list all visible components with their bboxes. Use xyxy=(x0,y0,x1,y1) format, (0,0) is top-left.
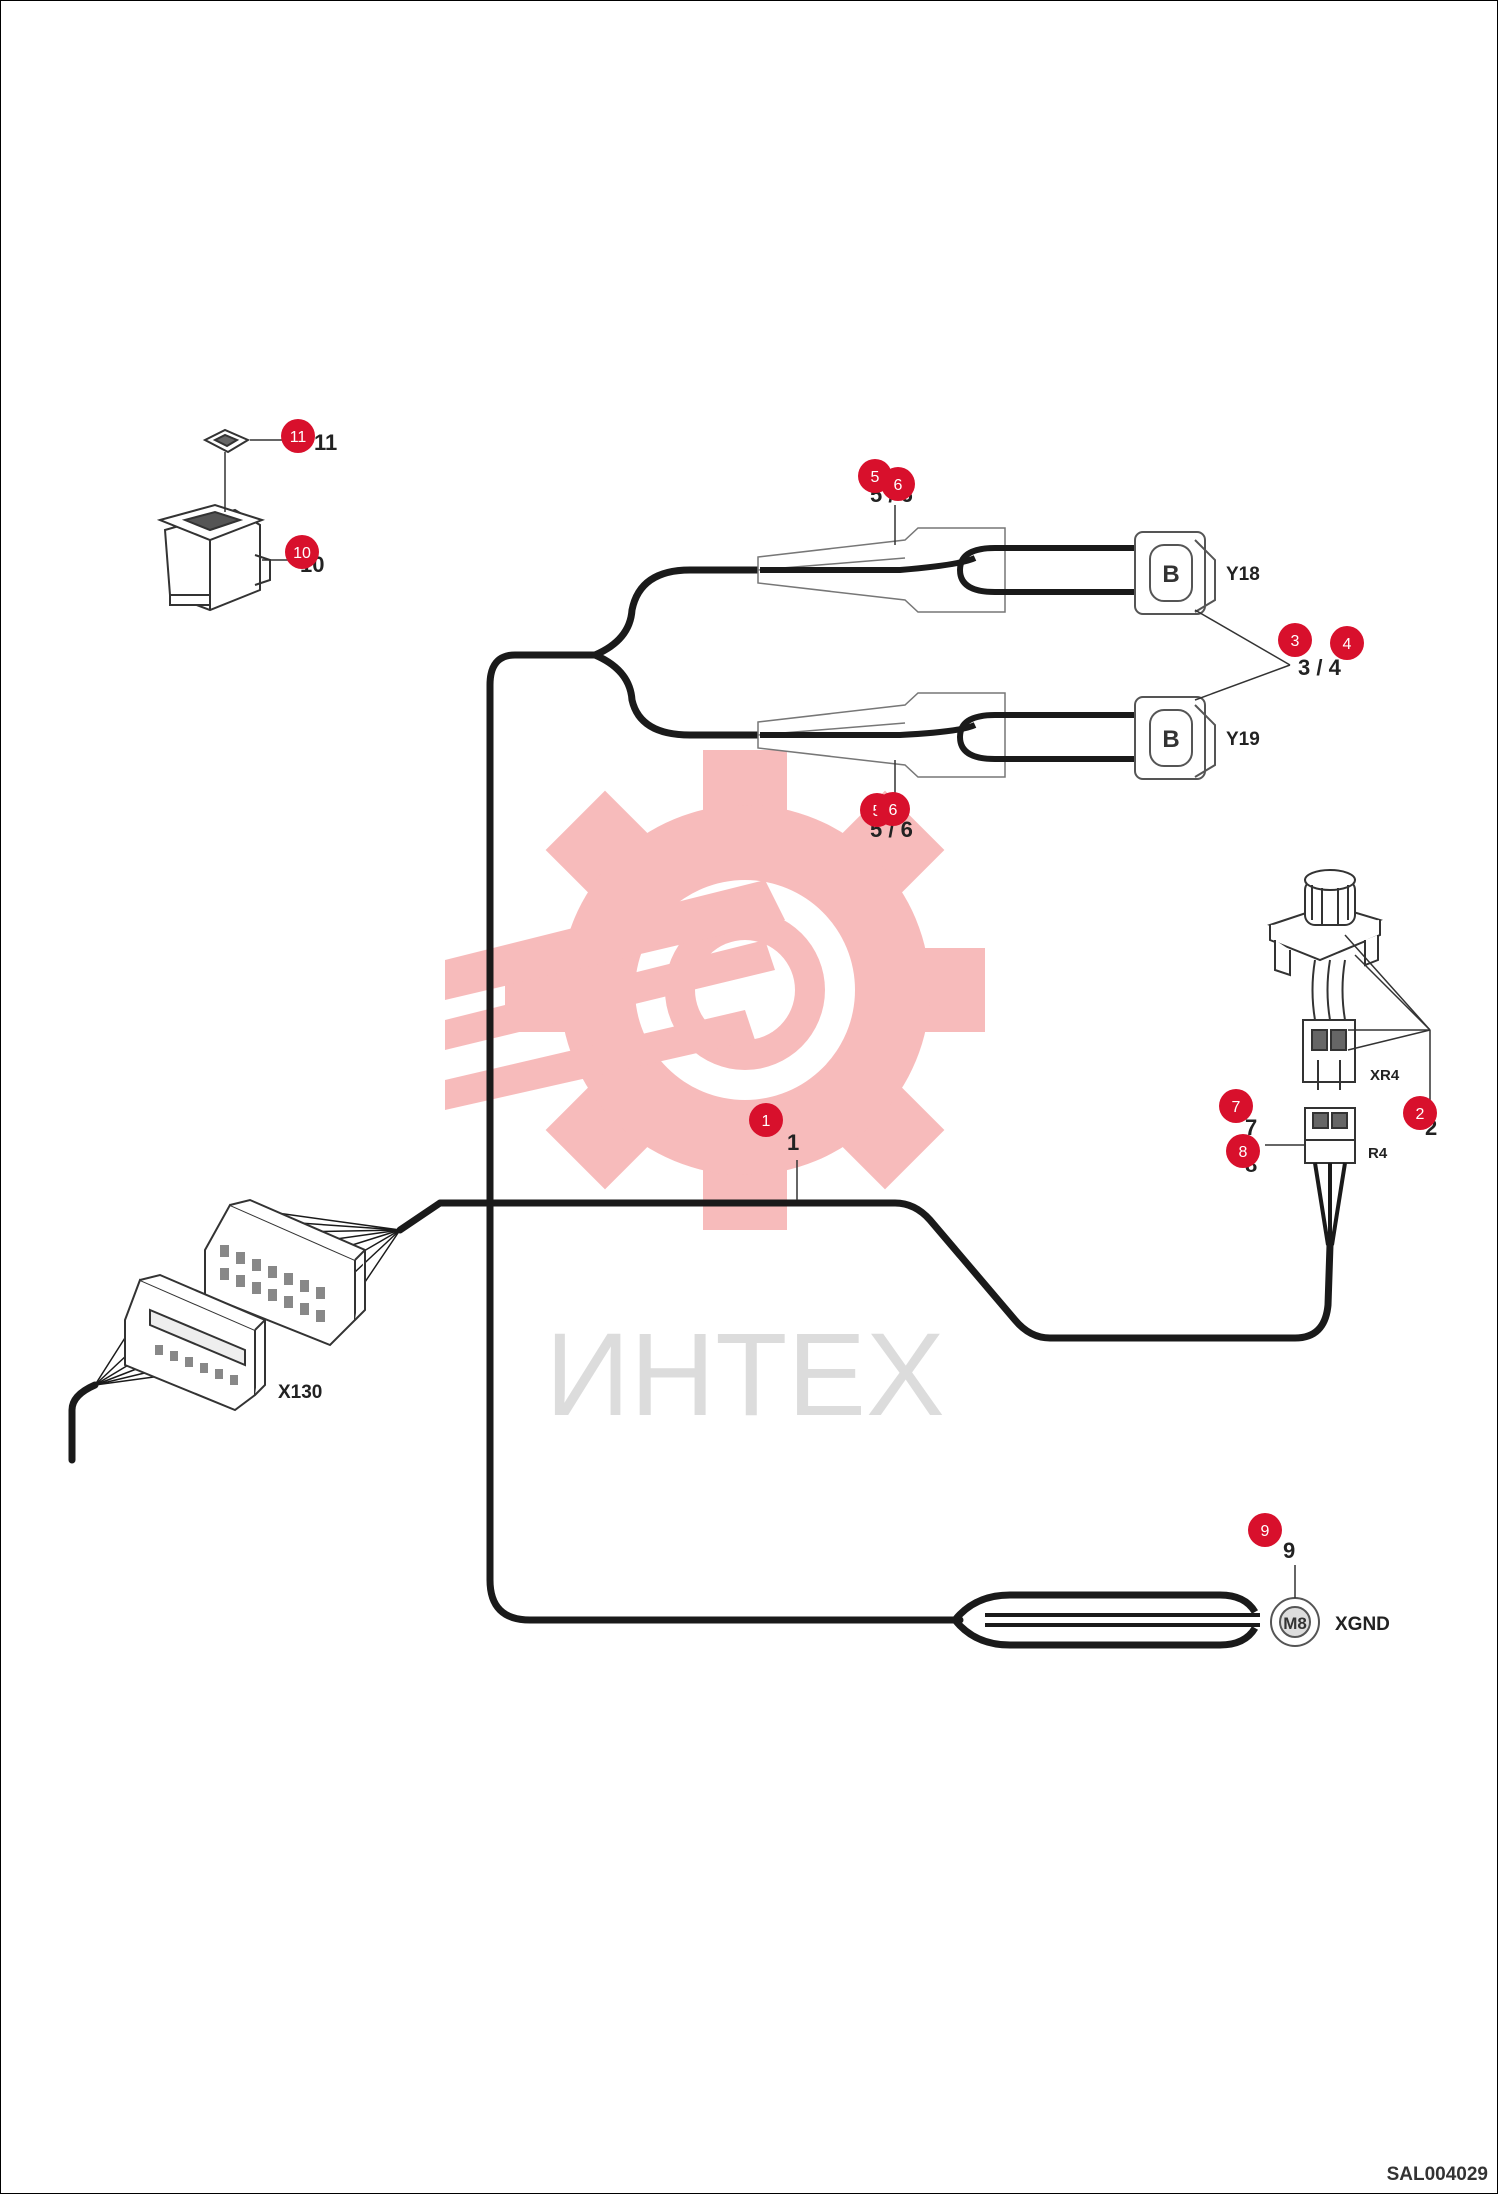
part-label-7: 7 xyxy=(1245,1115,1257,1140)
part-label-11: 11 xyxy=(314,430,337,455)
rocker-switch[interactable] xyxy=(156,503,271,612)
y19-branch-cable xyxy=(591,651,769,739)
x130-tail-cable xyxy=(68,1381,99,1464)
callout-11[interactable]: 11 xyxy=(281,419,315,453)
y19-connector[interactable]: B xyxy=(1134,696,1216,780)
x130-label: X130 xyxy=(278,1382,322,1403)
ground-ring-terminal[interactable]: M8 xyxy=(1270,1597,1320,1647)
callout-8[interactable]: 8 xyxy=(1226,1134,1260,1168)
svg-text:7: 7 xyxy=(1232,1099,1241,1116)
svg-text:10: 10 xyxy=(293,545,311,562)
harness-cables xyxy=(68,566,1334,1624)
svg-text:2: 2 xyxy=(1416,1106,1425,1123)
reference-code: SAL004029 xyxy=(1387,2164,1488,2185)
callout-6-top[interactable]: 6 xyxy=(881,467,915,501)
watermark-gear-logo: ИНТЕХ xyxy=(445,750,985,1441)
xr4-connector[interactable] xyxy=(1302,959,1356,1090)
ring-mark: M8 xyxy=(1283,1614,1307,1633)
callout-2[interactable]: 2 xyxy=(1403,1096,1437,1130)
r4-wires xyxy=(1313,1162,1347,1246)
svg-text:5: 5 xyxy=(871,469,880,486)
callout-4[interactable]: 4 xyxy=(1330,626,1364,660)
svg-text:11: 11 xyxy=(290,429,307,446)
callout-9[interactable]: 9 xyxy=(1248,1513,1282,1547)
part-label-9: 9 xyxy=(1283,1538,1295,1563)
r4-connector[interactable] xyxy=(1304,1107,1356,1164)
callout-badges: 11 10 5 6 3 4 5 6 1 7 8 2 9 xyxy=(281,419,1437,1547)
svg-text:B: B xyxy=(1162,726,1179,753)
xgnd-label: XGND xyxy=(1335,1614,1390,1635)
svg-text:B: B xyxy=(1162,561,1179,588)
y18-label: Y18 xyxy=(1226,564,1260,585)
svg-text:8: 8 xyxy=(1239,1144,1248,1161)
ground-wire-bundle xyxy=(952,1591,1260,1649)
svg-text:3: 3 xyxy=(1291,633,1300,650)
y18-connector[interactable]: B xyxy=(1134,531,1216,615)
leader-lines-3-4 xyxy=(1194,609,1291,701)
part-label-3-4: 3 / 4 xyxy=(1298,655,1342,680)
y18-branch-cable xyxy=(591,566,769,659)
svg-text:4: 4 xyxy=(1343,636,1352,653)
callout-7[interactable]: 7 xyxy=(1219,1089,1253,1123)
xr4-label: XR4 xyxy=(1370,1067,1400,1084)
callout-1[interactable]: 1 xyxy=(749,1103,783,1137)
callout-3[interactable]: 3 xyxy=(1278,623,1312,657)
r4-label: R4 xyxy=(1368,1145,1388,1162)
svg-text:1: 1 xyxy=(762,1113,771,1130)
x130-connector-male[interactable] xyxy=(124,1273,267,1412)
potentiometer[interactable] xyxy=(1267,869,1383,977)
leader-lines-2 xyxy=(1344,934,1431,1105)
trunk-cable xyxy=(486,651,964,1624)
callout-10[interactable]: 10 xyxy=(285,535,319,569)
svg-text:6: 6 xyxy=(889,802,898,819)
svg-text:9: 9 xyxy=(1261,1523,1270,1540)
switch-cap xyxy=(202,428,251,454)
part-label-1: 1 xyxy=(787,1130,799,1155)
watermark-text: ИНТЕХ xyxy=(545,1309,945,1441)
y19-label: Y19 xyxy=(1226,729,1260,750)
callout-6-bottom[interactable]: 6 xyxy=(876,792,910,826)
svg-text:6: 6 xyxy=(894,477,903,494)
x130-r4-cable xyxy=(396,1199,1334,1342)
